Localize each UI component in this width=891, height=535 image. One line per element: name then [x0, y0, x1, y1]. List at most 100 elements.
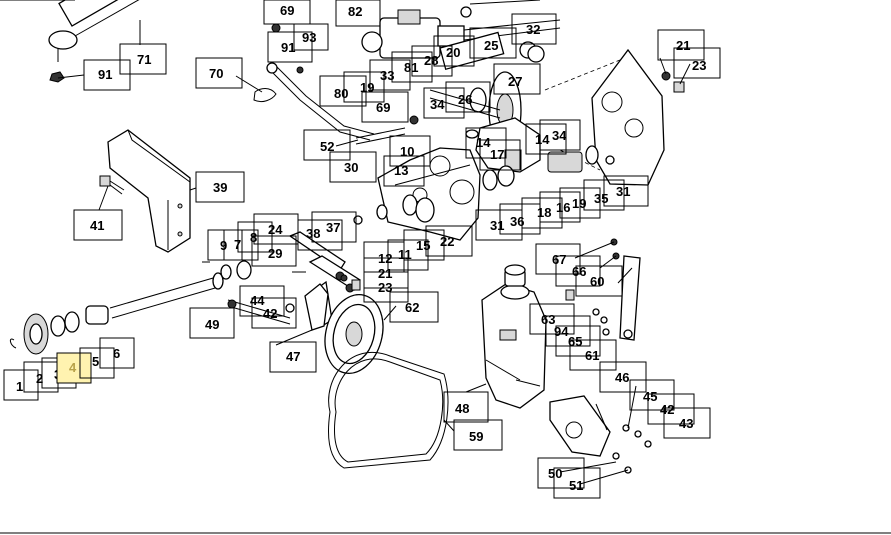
- bracket-39: [107, 129, 191, 253]
- callout-label: 49: [205, 317, 219, 332]
- callout-box[interactable]: 19: [343, 71, 385, 103]
- callout-label: 23: [378, 280, 392, 295]
- callout-label: 69: [376, 100, 390, 115]
- callout-label: 60: [590, 274, 604, 289]
- callout-label: 34: [552, 128, 567, 143]
- callout-label: 16: [556, 200, 570, 215]
- callout-box[interactable]: 94: [545, 315, 591, 347]
- callout-box-highlighted[interactable]: 4: [56, 352, 92, 384]
- callout-box[interactable]: 66: [555, 255, 601, 287]
- callout-box[interactable]: 13: [383, 155, 425, 187]
- tie-rod-70: [253, 62, 406, 145]
- callout-box[interactable]: 21: [657, 29, 705, 61]
- callout-box[interactable]: 36: [499, 203, 541, 235]
- callout-box[interactable]: 34: [423, 87, 465, 119]
- callout-box[interactable]: 52: [303, 129, 351, 161]
- callout-box[interactable]: 93: [293, 23, 329, 51]
- callout-box[interactable]: 81: [391, 51, 433, 83]
- callout-label: 15: [416, 238, 430, 253]
- callout-label: 37: [326, 220, 340, 235]
- callout-box[interactable]: 37: [311, 211, 357, 243]
- callout-label: 71: [137, 52, 151, 67]
- callout-box[interactable]: 17: [479, 139, 521, 171]
- callout-box[interactable]: 71: [119, 43, 167, 75]
- callout-box[interactable]: 5: [79, 347, 115, 379]
- callout-box[interactable]: 30: [329, 151, 377, 183]
- callout-box[interactable]: 31: [475, 209, 523, 241]
- callout-box[interactable]: 1: [3, 369, 39, 401]
- callout-label: 52: [320, 139, 334, 154]
- bolt-41: [99, 175, 125, 195]
- callout-box[interactable]: 38: [297, 219, 343, 251]
- callout-box[interactable]: 46: [599, 361, 647, 393]
- callout-label: 70: [209, 66, 223, 81]
- callout-box[interactable]: 59: [453, 419, 503, 451]
- callout-box[interactable]: 26: [445, 81, 491, 113]
- callout-box[interactable]: 42: [251, 297, 297, 329]
- callout-label: 24: [268, 222, 283, 237]
- callout-label: 35: [594, 191, 608, 206]
- callout-label: 20: [446, 45, 460, 60]
- callout-box[interactable]: 44: [239, 285, 285, 317]
- callout-box[interactable]: 48: [443, 391, 489, 423]
- callout-box[interactable]: 23: [673, 47, 721, 79]
- callout-box[interactable]: 91: [83, 59, 131, 91]
- callout-label: 80: [334, 86, 348, 101]
- callout-box[interactable]: 6: [99, 337, 135, 369]
- callout-label: 32: [526, 22, 540, 37]
- callout-box[interactable]: 19: [559, 187, 601, 219]
- callout-box[interactable]: 49: [189, 307, 235, 339]
- callout-box[interactable]: 69: [361, 91, 409, 123]
- callout-box[interactable]: 23: [363, 271, 409, 303]
- bracket-47: [304, 283, 329, 331]
- callout-box[interactable]: 25: [469, 27, 517, 59]
- callout-box[interactable]: 82: [335, 0, 381, 27]
- callout-box[interactable]: 41: [73, 209, 123, 241]
- callout-label: 4: [69, 360, 77, 375]
- callout-box[interactable]: 47: [269, 341, 317, 373]
- callout-box[interactable]: 50: [537, 457, 585, 489]
- callout-box[interactable]: 62: [389, 291, 439, 323]
- callout-box[interactable]: 29: [251, 235, 297, 267]
- callout-box[interactable]: 91: [267, 31, 313, 63]
- callout-label: 41: [90, 218, 104, 233]
- callout-label: 25: [484, 38, 498, 53]
- callout-box[interactable]: 43: [663, 407, 711, 439]
- callout-box[interactable]: 80: [319, 75, 367, 107]
- callout-box[interactable]: 20: [433, 35, 475, 67]
- callout-label: 19: [360, 80, 374, 95]
- callout-label: 34: [430, 97, 445, 112]
- callout-box[interactable]: 32: [511, 13, 557, 45]
- callout-box[interactable]: 10: [389, 135, 431, 167]
- callout-box[interactable]: 27: [493, 63, 541, 95]
- callout-box[interactable]: 8: [237, 221, 273, 253]
- callout-box[interactable]: 14: [525, 123, 567, 155]
- callout-box[interactable]: 15: [403, 229, 445, 261]
- fasteners: [271, 23, 685, 474]
- callout-box[interactable]: 69: [263, 0, 311, 25]
- callout-label: 18: [537, 205, 551, 220]
- callout-box[interactable]: 22: [425, 225, 473, 257]
- callout-label: 50: [548, 466, 562, 481]
- callout-box[interactable]: 35: [583, 179, 625, 211]
- callout-box[interactable]: 65: [555, 325, 601, 357]
- callout-box[interactable]: 45: [629, 379, 675, 411]
- callout-label: 82: [348, 4, 362, 19]
- callout-box[interactable]: 31: [603, 175, 649, 207]
- callout-label: 39: [213, 180, 227, 195]
- callout-box[interactable]: 67: [535, 243, 581, 275]
- callout-box[interactable]: 70: [195, 57, 243, 89]
- callout-box[interactable]: 34: [539, 119, 581, 151]
- callout-label: 14: [535, 132, 550, 147]
- callout-box[interactable]: 39: [195, 171, 245, 203]
- callout-label: 30: [344, 160, 358, 175]
- callout-label: 43: [679, 416, 693, 431]
- callout-box[interactable]: 51: [553, 467, 601, 499]
- callout-box[interactable]: 24: [253, 213, 299, 245]
- callout-box[interactable]: 9: [207, 229, 243, 261]
- callout-box[interactable]: 60: [575, 265, 623, 297]
- callout-label: 93: [302, 30, 316, 45]
- callout-box[interactable]: 33: [369, 59, 411, 91]
- callout-label: 10: [400, 144, 414, 159]
- callout-label: 19: [572, 196, 586, 211]
